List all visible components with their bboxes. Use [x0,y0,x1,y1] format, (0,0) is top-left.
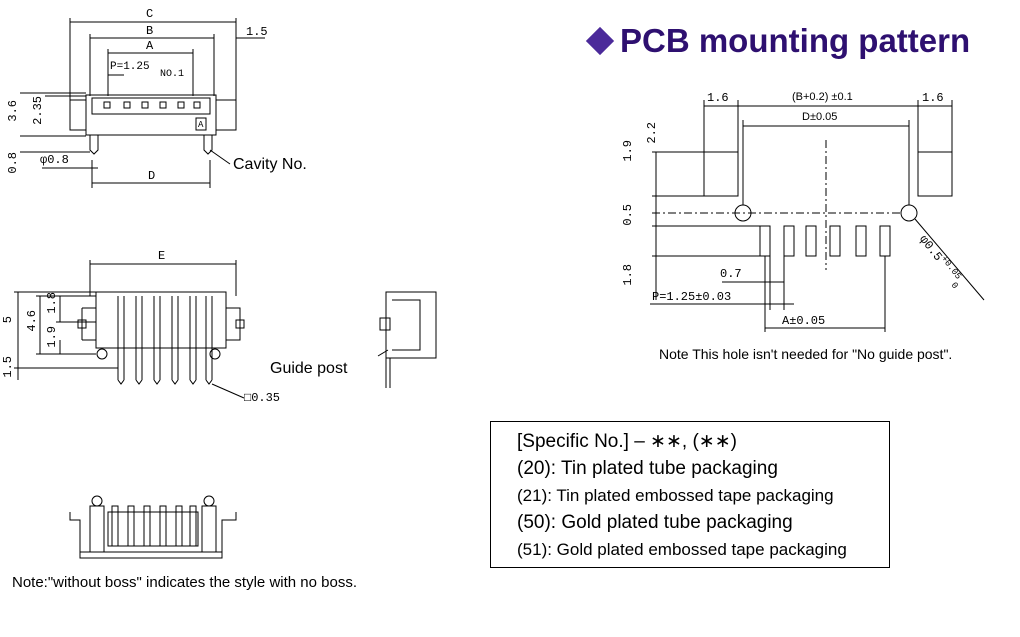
dim-1-5: 1.5 [246,25,268,39]
dim-pitch-pcb: P=1.25±0.03 [652,290,732,304]
dim-b-plus: (B+0.2) ±0.1 [792,91,853,103]
page-title-text: PCB mounting pattern [620,22,971,59]
no1-label: NO.1 [160,69,185,80]
dim-d: D [148,169,156,183]
pcb-pattern-drawing [650,100,985,332]
spec-item: (50): Gold plated tube packaging [517,512,793,533]
boss-note: Note:"without boss" indicates the style … [12,574,357,591]
diamond-icon [585,27,615,56]
dim-a: A [146,39,154,53]
dim-0-7-pcb: 0.7 [720,267,742,281]
cavity-no-callout: Cavity No. [233,156,307,173]
side-view-connector [14,260,437,399]
front-view-connector [20,18,265,188]
dim-3-6: 3.6 [6,100,20,122]
dim-1-8-side: 1.8 [45,292,59,314]
dim-e: E [158,249,166,263]
dim-pitch: P=1.25 [110,61,150,73]
page-title: PCB mounting pattern [584,22,970,60]
dim-5: 5 [1,316,15,324]
guide-post-callout: Guide post [270,360,348,377]
dim-4-6: 4.6 [25,310,39,332]
dim-a-tol: A±0.05 [782,314,826,328]
dim-pad-right: 1.6 [922,91,944,105]
dim-pin-size: □0.35 [244,391,281,405]
dim-0-8: 0.8 [6,152,20,174]
spec-item: (51): Gold plated embossed tape packagin… [517,540,847,559]
dim-0-5-pcb: 0.5 [621,204,635,226]
spec-item: (21): Tin plated embossed tape packaging [517,486,834,505]
dim-1-9-side: 1.9 [45,326,59,348]
dim-1-9-pcb: 1.9 [621,140,635,162]
dim-2-2-pcb: 2.2 [645,122,659,144]
spec-title: [Specific No.] – ∗∗, (∗∗) [517,431,737,452]
dim-c: C [146,7,154,21]
dim-1-5-side: 1.5 [1,356,15,378]
dim-2-35: 2.35 [31,96,45,125]
hole-note: Note This hole isn't needed for "No guid… [659,346,953,362]
dim-pad-left: 1.6 [707,91,729,105]
dim-1-8-pcb: 1.8 [621,264,635,286]
cavity-mark: A [198,120,204,130]
specific-number-box: [Specific No.] – ∗∗, (∗∗) (20): Tin plat… [490,421,890,568]
dim-phi-0-8: φ0.8 [40,153,69,167]
dim-b: B [146,24,154,38]
dim-d-tol: D±0.05 [802,111,838,123]
spec-item: (20): Tin plated tube packaging [517,458,778,479]
bottom-view-connector [69,495,237,559]
